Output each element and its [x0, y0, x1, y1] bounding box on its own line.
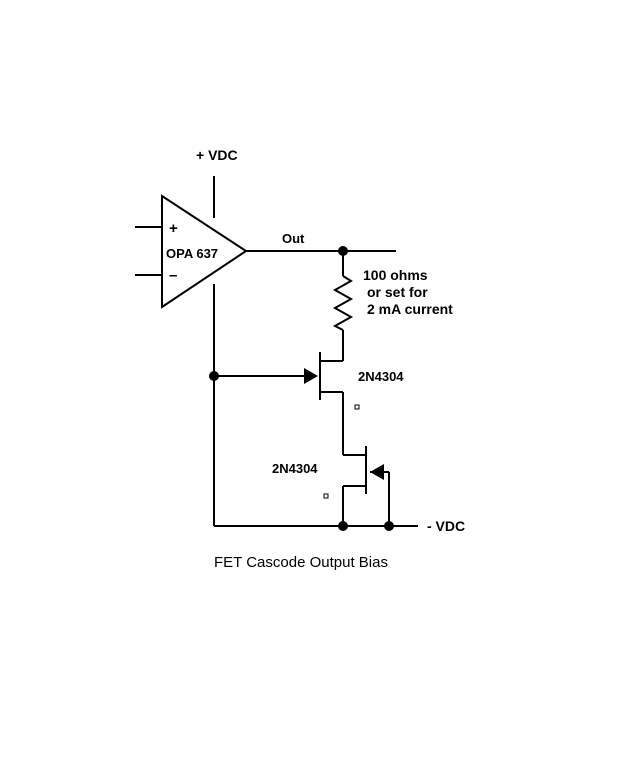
resistor-note-line3: 2 mA current	[367, 301, 453, 317]
opamp-symbol	[161, 194, 248, 309]
opamp-name-label: OPA 637	[166, 246, 218, 261]
rail-junction-dot-right	[384, 521, 394, 531]
upper-fet-gate-arrow	[304, 368, 318, 384]
negative-supply-label: - VDC	[427, 518, 465, 534]
positive-supply-label: + VDC	[196, 147, 238, 163]
opamp-minus-sign: –	[169, 267, 177, 284]
upper-fet-label: 2N4304	[358, 369, 404, 384]
resistor-symbol	[332, 275, 354, 331]
upper-fet-marker	[354, 404, 360, 410]
rail-junction-dot-left	[338, 521, 348, 531]
lower-fet-marker	[323, 493, 329, 499]
resistor-note-line2: or set for	[367, 284, 428, 300]
resistor-note-line1: 100 ohms	[363, 267, 428, 283]
lower-fet-label: 2N4304	[272, 461, 318, 476]
diagram-caption: FET Cascode Output Bias	[214, 554, 388, 571]
output-label: Out	[282, 231, 305, 246]
opamp-plus-sign: +	[169, 220, 178, 237]
